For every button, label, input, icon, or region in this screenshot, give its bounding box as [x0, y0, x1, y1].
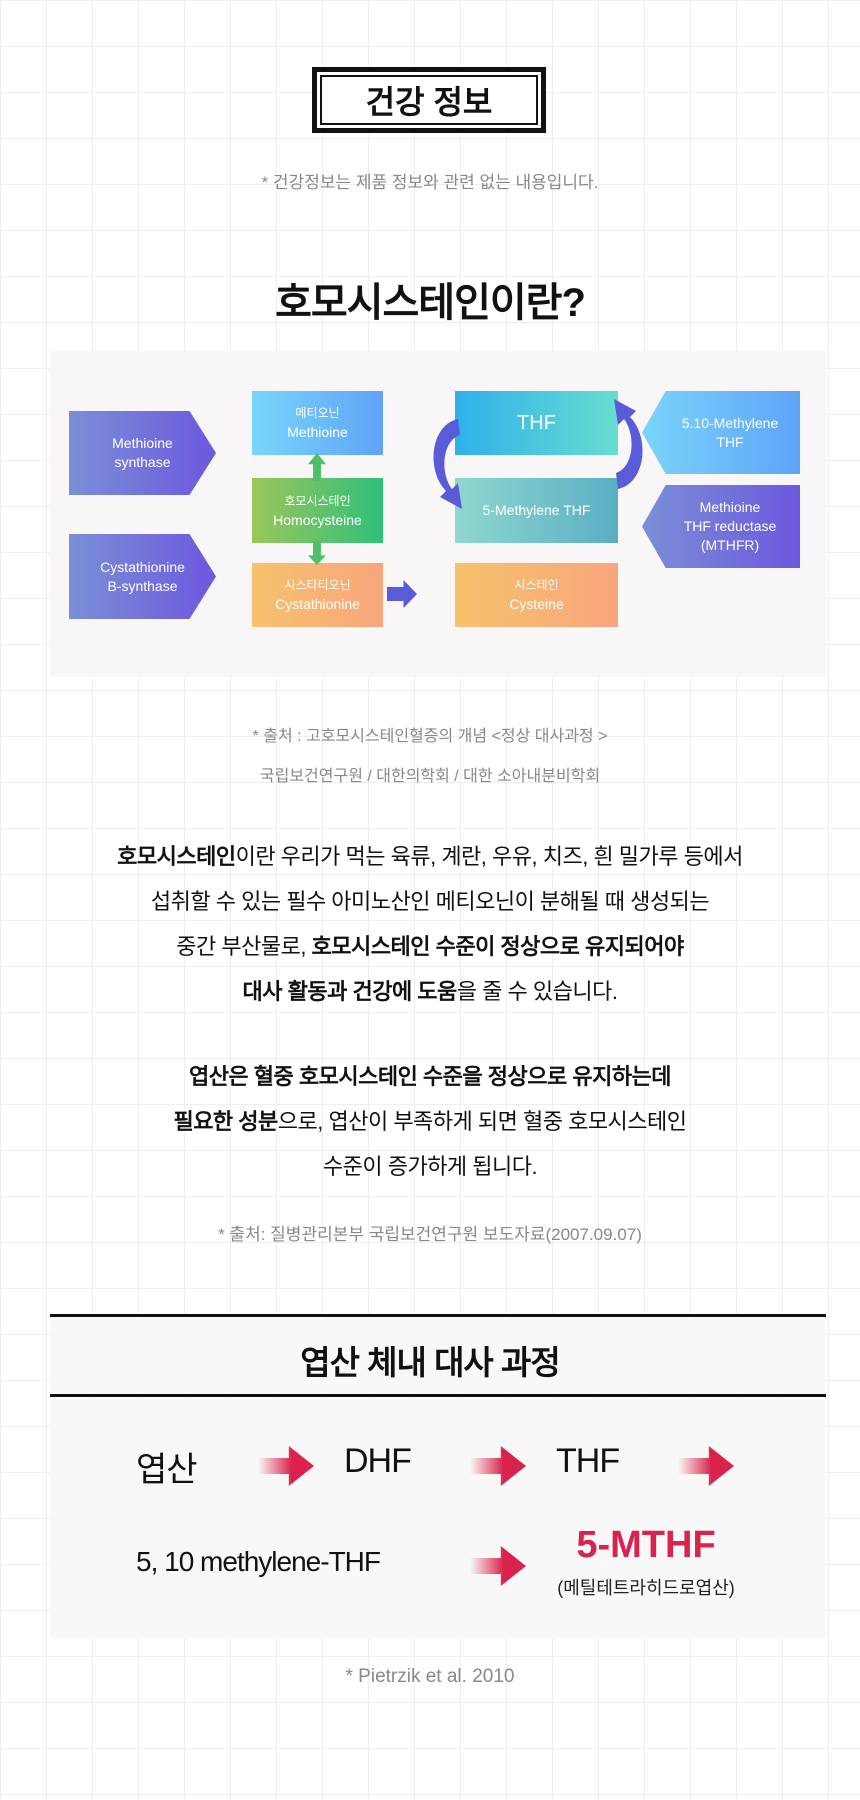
bold-text: 대사 활동과 건강에 도움 [242, 979, 458, 1004]
folate-metabolism-flow: 엽산 DHF THF 5, 10 methylene-THF 5-MTHF (메… [50, 1398, 826, 1638]
text: 중간 부산물로, [176, 934, 312, 959]
arrow-down-icon [308, 541, 326, 565]
label: Methioine [112, 435, 173, 451]
label: Methioine [699, 499, 761, 515]
enzyme-methionine-synthase: Methioine synthase [69, 411, 216, 495]
arrow-right-icon [678, 1446, 734, 1486]
label: Methioine [287, 424, 348, 440]
label: THF reductase [683, 518, 777, 534]
label: 시스테인 [514, 578, 559, 592]
label: 5.10-Methylene [681, 414, 779, 431]
label: 시스타티오닌 [284, 578, 351, 592]
step-folate: 엽산 [136, 1451, 198, 1489]
label: Homocysteine [273, 511, 362, 528]
node-5-methylene-thf: 5-Methylene THF [455, 478, 618, 543]
text: 을 줄 수 있습니다. [456, 979, 618, 1004]
text: 섭취할 수 있는 필수 아미노산인 메티오닌이 분해될 때 생성되는 [150, 889, 710, 914]
text: 으로, 엽산이 부족하게 되면 혈중 호모시스테인 [277, 1109, 687, 1134]
node-cysteine: 시스테인 Cysteine [455, 563, 618, 627]
result-subtitle: (메틸테트라히드로엽산) [557, 1578, 735, 1598]
step-thf: THF [556, 1442, 620, 1480]
paragraph-homocysteine: 호모시스테인이란 우리가 먹는 육류, 계란, 우유, 치즈, 흰 밀가루 등에… [0, 834, 860, 1014]
divider [50, 1314, 826, 1317]
label: Cysteine [509, 596, 564, 612]
node-thf: THF [455, 391, 618, 455]
label: THF [517, 411, 556, 434]
cycle-arrow-down-icon [433, 419, 462, 509]
label: synthase [114, 454, 171, 470]
section-title: 건강 정보 [365, 84, 493, 120]
step-dhf: DHF [344, 1442, 412, 1480]
bold-text: 필요한 성분 [173, 1109, 278, 1134]
label: THF [716, 433, 744, 450]
disclaimer-note: * 건강정보는 제품 정보와 관련 없는 내용입니다. [261, 173, 599, 192]
text: 이란 우리가 먹는 육류, 계란, 우유, 치즈, 흰 밀가루 등에서 [235, 844, 744, 869]
step-methylene-thf: 5, 10 methylene-THF [136, 1546, 381, 1577]
arrow-right-icon [258, 1446, 314, 1486]
page-heading: 호모시스테인이란? [275, 281, 586, 325]
paragraph-source: * 출처: 질병관리본부 국립보건연구원 보도자료(2007.09.07) [218, 1225, 642, 1244]
arrow-up-icon [308, 453, 326, 481]
node-methionine: 메티오닌 Methioine [252, 391, 383, 455]
section-title-box: 건강 정보 [312, 67, 546, 133]
section2-header-bg [50, 1316, 826, 1396]
text: 수준이 증가하게 됩니다. [322, 1154, 538, 1179]
arrow-right-icon [470, 1446, 526, 1486]
cycle-arrow-up-icon [614, 399, 643, 489]
diagram-source-line-1: * 출처 : 고호모시스테인혈증의 개념 <정상 대사과정 > [252, 728, 608, 745]
arrow-right-icon [470, 1546, 526, 1586]
bold-text: 호모시스테인 수준이 정상으로 유지되어야 [311, 934, 685, 959]
bold-text: 엽산은 혈중 호모시스테인 수준을 정상으로 유지하는데 [188, 1064, 672, 1089]
node-cystathionine: 시스타티오닌 Cystathionine [252, 563, 383, 627]
paragraph-folate: 엽산은 혈중 호모시스테인 수준을 정상으로 유지하는데 필요한 성분으로, 엽… [0, 1054, 860, 1189]
arrow-right-icon [387, 580, 417, 608]
diagram-source-line-2: 국립보건연구원 / 대한의학회 / 대한 소아내분비학회 [259, 768, 601, 785]
bold-text: 호모시스테인 [117, 844, 236, 869]
section2-heading: 엽산 체내 대사 과정 [300, 1344, 560, 1381]
citation: * Pietrzik et al. 2010 [345, 1666, 515, 1687]
divider [50, 1394, 826, 1397]
label: Cystathionine [275, 596, 360, 612]
label: (MTHFR) [700, 537, 760, 553]
label: Cystathionine [100, 558, 185, 575]
label: B-synthase [107, 577, 178, 594]
result-5-mthf: 5-MTHF [576, 1524, 716, 1566]
label: 메티오닌 [295, 406, 340, 420]
node-homocysteine: 호모시스테인 Homocysteine [252, 478, 383, 543]
label: 호모시스테인 [284, 493, 351, 508]
label: 5-Methylene THF [482, 502, 591, 518]
